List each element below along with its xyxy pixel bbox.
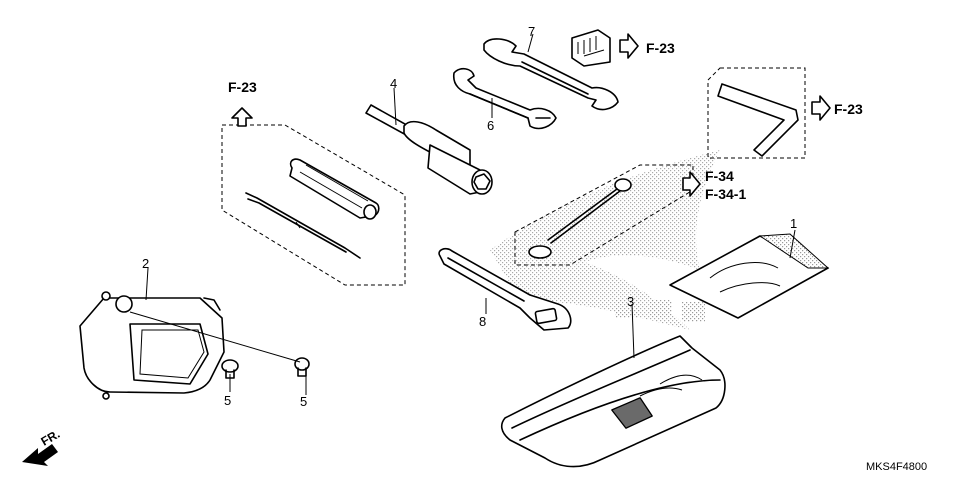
screwdriver-bit [245,192,361,259]
spanner-part-6 [452,67,557,130]
spanner-part-7 [483,38,619,111]
callout-5b: 5 [300,394,307,409]
callout-4: 4 [390,76,397,91]
hex-key [717,83,799,157]
ref-arrow-f34 [682,171,701,197]
pin-spanner-part-8 [438,248,572,331]
ref-label-f23-left: F-23 [228,79,257,95]
clip-part [571,29,611,67]
tool-bag-part-3 [500,335,726,468]
front-label: FR. [39,427,63,449]
leader-lines [129,33,796,395]
tool-case-part-2 [79,291,225,400]
ref-label-f34: F-34 [705,168,734,184]
callout-2: 2 [142,256,149,271]
callout-1: 1 [790,216,797,231]
callout-6: 6 [487,118,494,133]
ref-arrow-top-f23 [619,33,639,59]
socket-wrench-part-4 [365,104,493,195]
screwdriver-group-box [221,124,406,286]
front-arrow [22,444,58,466]
callout-3: 3 [627,294,634,309]
ref-label-f34-1: F-34-1 [705,186,746,202]
screwdriver-handle [289,158,380,220]
ref-arrow-right-f23 [811,95,831,121]
callout-8: 8 [479,314,486,329]
screw-part-5b [294,357,310,377]
hex-key-group-box [707,67,806,159]
document-bag-part-1 [669,233,830,319]
ref-label-f23-top: F-23 [646,40,675,56]
callout-5a: 5 [224,393,231,408]
ref-label-f23-right: F-23 [834,101,863,117]
brand-watermark [490,150,720,330]
part-code: MKS4F4800 [866,461,927,473]
ref-arrow-left-f23 [231,107,253,127]
helmet-cable [528,178,632,259]
callout-7: 7 [528,24,535,39]
